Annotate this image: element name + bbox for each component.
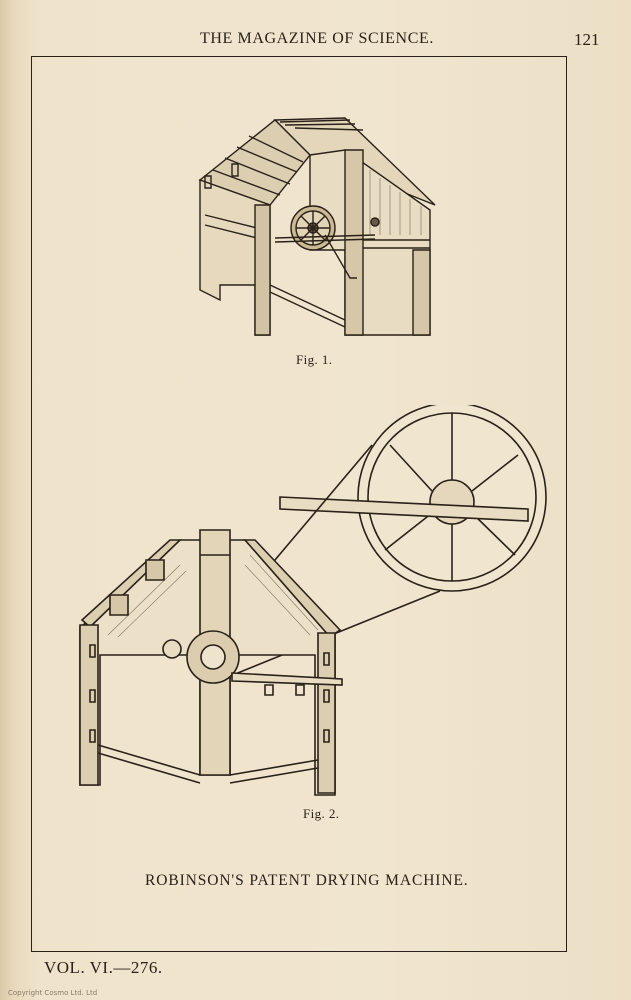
figure-1-illustration [185,110,445,345]
figure-2-illustration [60,405,560,800]
running-head: THE MAGAZINE OF SCIENCE. [200,30,434,47]
plate-frame [31,56,567,952]
figure-1-caption: Fig. 1. [296,352,333,367]
volume-signature: VOL. VI.—276. [44,958,163,977]
figure-2-caption: Fig. 2. [303,806,340,821]
page-number: 121 [574,30,600,49]
plate-title: ROBINSON'S PATENT DRYING MACHINE. [145,872,469,889]
copyright-watermark: Copyright Cosmo Ltd. Ltd [8,989,98,997]
